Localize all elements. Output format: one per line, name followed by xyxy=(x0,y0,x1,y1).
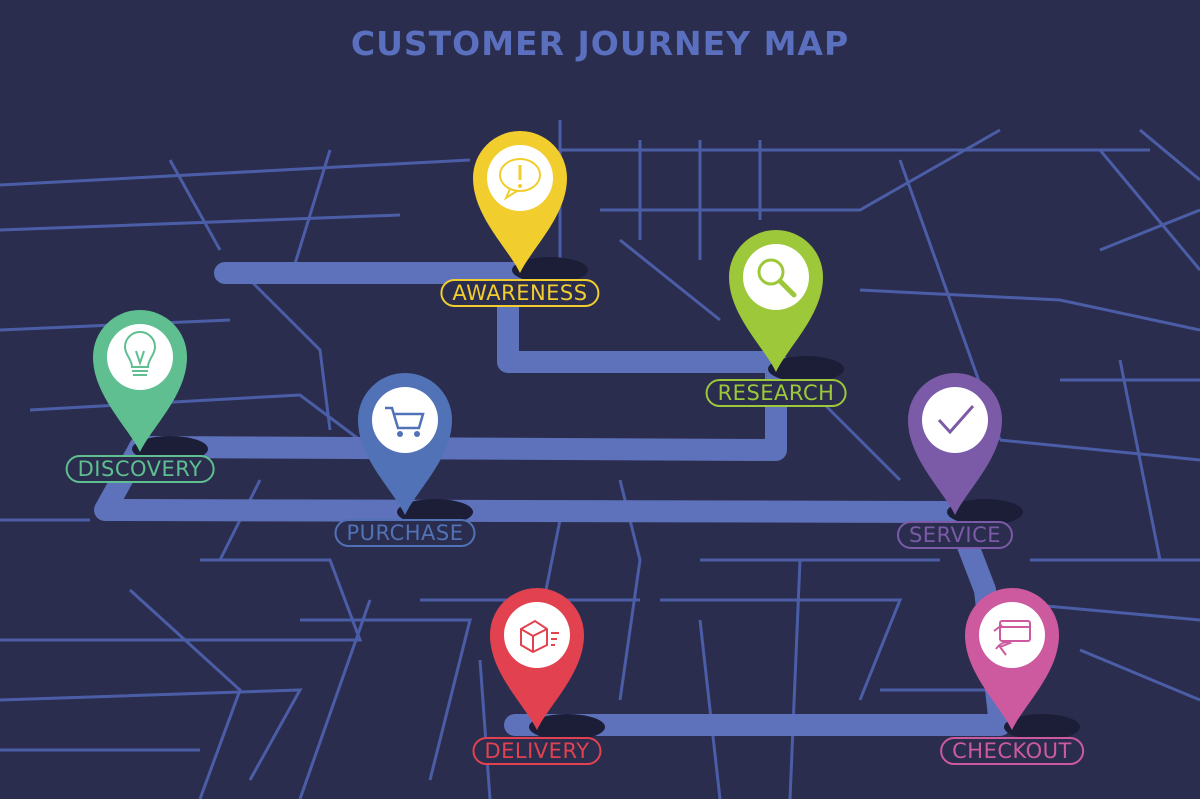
label-service: SERVICE xyxy=(896,521,1014,549)
pin-service[interactable] xyxy=(908,372,1023,525)
pin-icon-background xyxy=(372,387,438,453)
label-discovery: DISCOVERY xyxy=(65,455,215,483)
road-network xyxy=(0,120,1200,799)
shopping-cart-icon xyxy=(385,406,425,437)
package-icon xyxy=(520,619,559,654)
pin-shadow xyxy=(1004,714,1080,740)
pin-icon-background xyxy=(979,602,1045,668)
page-title: CUSTOMER JOURNEY MAP xyxy=(350,24,850,63)
label-checkout: CHECKOUT xyxy=(940,737,1084,765)
pin-icon-background xyxy=(922,387,988,453)
pin-delivery[interactable] xyxy=(490,587,605,740)
checkmark-icon xyxy=(937,405,975,435)
pin-shadow xyxy=(512,257,588,283)
label-awareness: AWARENESS xyxy=(440,279,600,307)
pin-awareness[interactable] xyxy=(473,130,588,283)
credit-card-icon xyxy=(993,620,1031,656)
light-bulb-icon xyxy=(123,331,157,376)
pin-icon-background xyxy=(743,244,809,310)
pin-shadow xyxy=(397,499,473,525)
label-research: RESEARCH xyxy=(705,379,847,407)
magnifier-icon xyxy=(757,258,797,298)
pin-shadow xyxy=(529,714,605,740)
pin-purchase[interactable] xyxy=(358,372,473,525)
label-delivery: DELIVERY xyxy=(472,737,602,765)
label-purchase: PURCHASE xyxy=(334,519,476,547)
pin-icon-background xyxy=(107,324,173,390)
pin-shadow xyxy=(768,356,844,382)
speech-bubble-exclamation-icon xyxy=(499,158,541,201)
pin-shadow xyxy=(947,499,1023,525)
pin-checkout[interactable] xyxy=(965,587,1080,740)
pin-discovery[interactable] xyxy=(92,309,208,462)
pin-research[interactable] xyxy=(729,229,844,382)
